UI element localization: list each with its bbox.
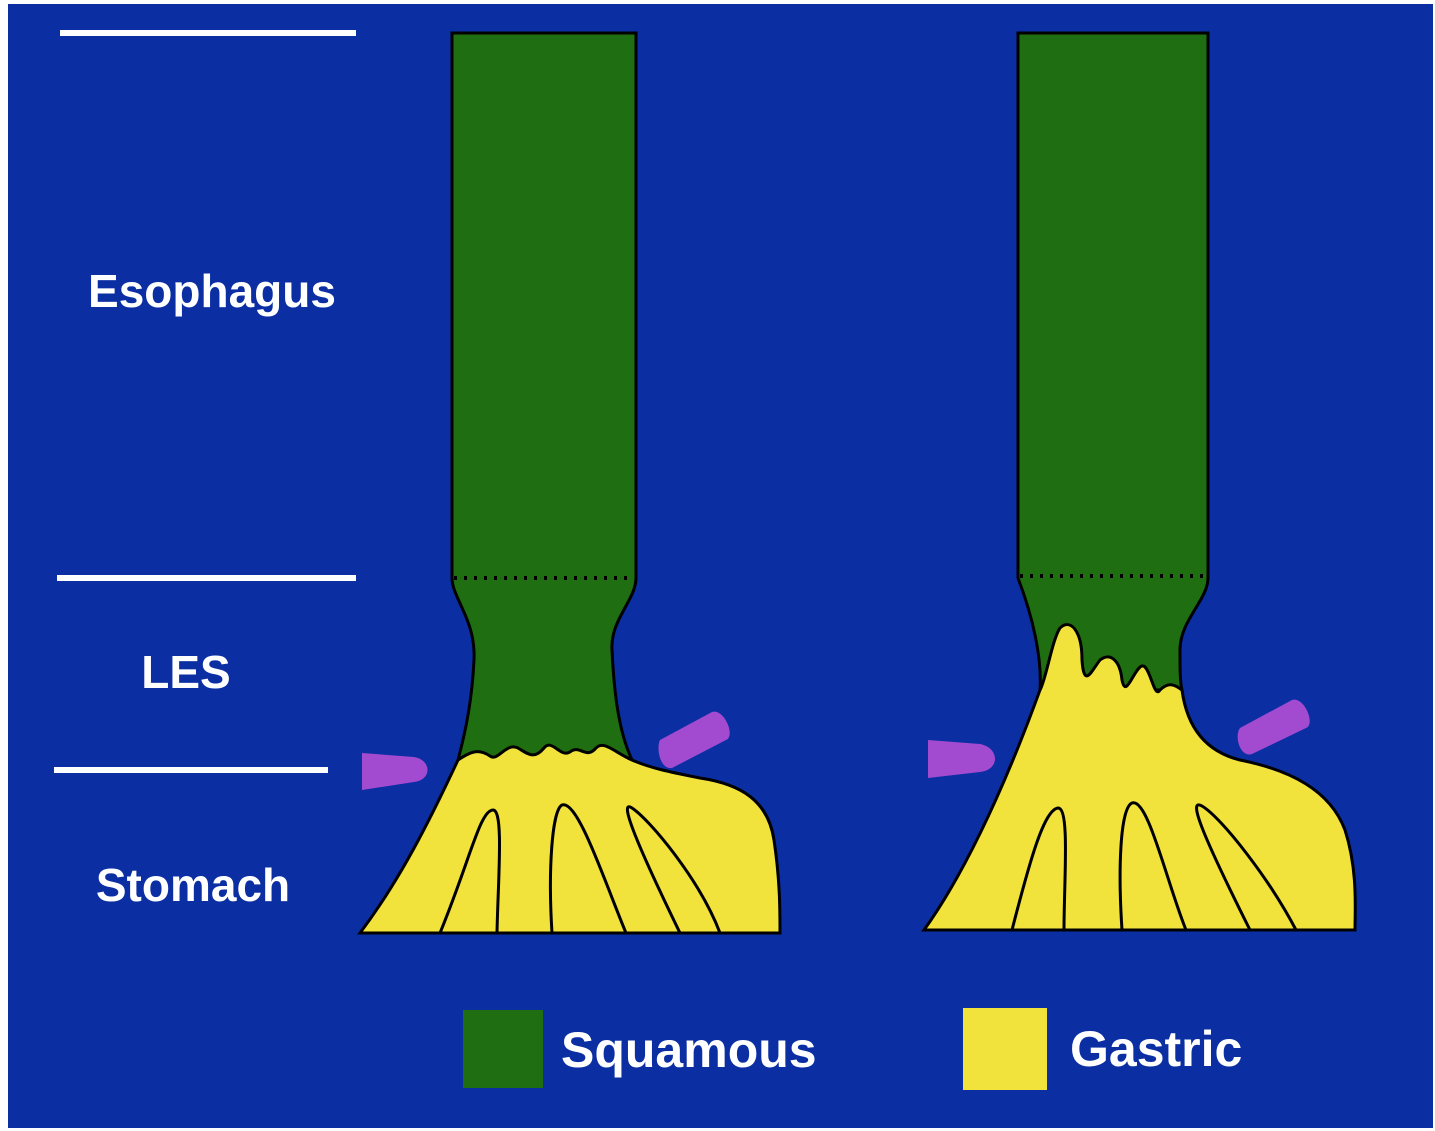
arrowhead-left-outer — [362, 753, 428, 790]
squamous-esophagus-left — [452, 33, 636, 760]
region-label-les: LES — [141, 646, 230, 698]
region-label-esophagus: Esophagus — [88, 265, 336, 317]
arrowhead-right-outer — [928, 740, 995, 778]
legend: Squamous Gastric — [463, 1008, 1242, 1090]
region-label-stomach: Stomach — [96, 859, 290, 911]
arrowhead-left-inner — [659, 712, 730, 769]
panel-extended-gastric-junction — [924, 33, 1355, 930]
legend-label-gastric: Gastric — [1070, 1021, 1242, 1077]
legend-label-squamous: Squamous — [561, 1022, 817, 1078]
gastric-stomach-right — [924, 625, 1355, 930]
legend-swatch-gastric — [963, 1008, 1047, 1090]
squamous-esophagus-right — [1018, 33, 1208, 690]
arrowhead-right-inner — [1238, 700, 1310, 755]
legend-swatch-squamous — [463, 1010, 543, 1088]
panel-normal-junction — [360, 33, 780, 933]
